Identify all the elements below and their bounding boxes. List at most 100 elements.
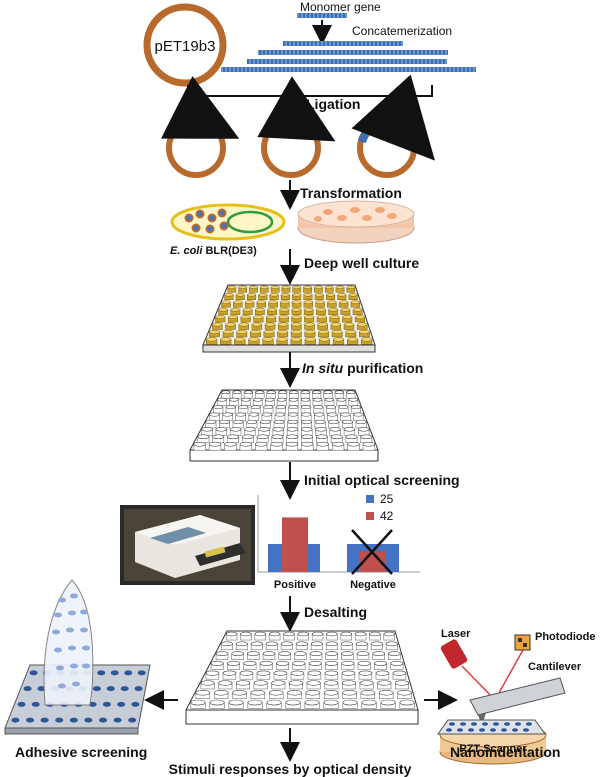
- well-top: [397, 690, 412, 696]
- ligated-plasmids: [161, 74, 435, 178]
- well-top: [283, 631, 295, 637]
- well-top: [385, 641, 398, 647]
- well-top: [315, 434, 328, 440]
- well-top: [311, 631, 324, 637]
- peeled-film: [43, 579, 94, 706]
- well-top: [304, 322, 315, 327]
- well-top: [200, 680, 215, 686]
- well-top: [354, 631, 367, 637]
- well-top: [346, 337, 359, 342]
- well-top: [369, 631, 381, 637]
- well-top: [347, 441, 360, 447]
- well-top: [318, 337, 331, 342]
- well-top: [205, 419, 217, 425]
- well-top: [248, 337, 260, 342]
- well-top: [316, 315, 327, 319]
- well-top: [225, 322, 236, 327]
- well-top: [342, 690, 357, 696]
- well-top: [277, 322, 289, 327]
- well-top: [360, 434, 373, 440]
- well-top: [225, 405, 236, 410]
- well-top: [241, 397, 251, 402]
- well-top: [208, 441, 222, 447]
- well-top: [343, 427, 356, 432]
- well-top: [229, 397, 239, 402]
- step-deep-well: Deep well culture: [304, 255, 419, 271]
- well-top: [303, 300, 314, 304]
- well-top: [227, 660, 241, 666]
- slide-dot: [471, 722, 477, 726]
- monomer-gene-strand: [297, 13, 347, 18]
- well-top: [275, 405, 286, 410]
- bar-positive-series-42: [282, 517, 308, 572]
- well-top: [217, 397, 227, 402]
- well-top: [213, 405, 224, 410]
- plasmid-label: pET19b3: [155, 38, 216, 55]
- well-top: [326, 631, 338, 637]
- well-top: [253, 315, 264, 319]
- film-dot: [70, 663, 78, 669]
- well-top: [234, 337, 246, 342]
- well-top: [290, 670, 305, 676]
- well-top: [209, 329, 220, 335]
- well-top: [250, 641, 263, 647]
- afm-cantilever-label: Cantilever: [528, 661, 582, 673]
- well-top: [356, 322, 368, 327]
- well-top: [301, 427, 313, 432]
- well-top: [380, 699, 396, 706]
- well-top: [224, 292, 234, 297]
- ecoli-cell: E. coli BLR(DE3): [170, 203, 286, 257]
- well-top: [292, 292, 302, 297]
- well-top: [292, 285, 302, 290]
- well-top: [342, 699, 358, 706]
- adhesive-dot: [29, 670, 38, 676]
- svg-text:In situ purification: In situ purification: [302, 360, 423, 376]
- legend-label-25: 25: [380, 492, 394, 506]
- well-top: [272, 427, 284, 432]
- well-top: [271, 680, 286, 686]
- well-top: [340, 412, 351, 417]
- step-initial-screening: Initial optical screening: [304, 472, 460, 488]
- well-top: [377, 680, 392, 686]
- step-desalting: Desalting: [304, 604, 367, 620]
- deep-well-plate: [202, 284, 376, 353]
- well-top: [343, 322, 355, 327]
- afm-setup: Laser Photodiode Cantilever PZT Scanner: [437, 628, 596, 765]
- adhesive-dot: [124, 670, 133, 676]
- well-top: [247, 651, 260, 656]
- well-top: [227, 285, 237, 290]
- well-top: [316, 441, 329, 447]
- well-top: [220, 337, 232, 342]
- well-top: [290, 329, 302, 335]
- well-top: [328, 419, 340, 425]
- well-top: [300, 405, 311, 410]
- well-top: [390, 660, 404, 666]
- well-top: [314, 419, 326, 425]
- well-top: [241, 434, 254, 440]
- well-top: [206, 337, 218, 342]
- well-top: [308, 660, 322, 666]
- well-top: [270, 441, 283, 447]
- well-top: [361, 699, 377, 706]
- well-top: [325, 292, 336, 297]
- well-top: [209, 412, 220, 417]
- well-top: [268, 690, 284, 696]
- legend-label-42: 42: [380, 509, 394, 523]
- well-top: [324, 397, 335, 402]
- well-top: [256, 670, 271, 676]
- adhesive-dot: [97, 670, 106, 676]
- well-top: [356, 651, 370, 656]
- step-in-situ-rest: purification: [343, 360, 423, 376]
- well-top: [231, 651, 244, 656]
- well-top: [305, 690, 321, 696]
- well-top: [240, 631, 252, 637]
- well-top: [324, 680, 339, 686]
- well-top: [375, 670, 390, 676]
- well-top: [300, 419, 312, 425]
- well-top: [336, 397, 347, 402]
- screening-bar-chart: 25 42 Positive Negative: [257, 492, 420, 591]
- well-top: [332, 337, 345, 342]
- well-top: [259, 419, 271, 425]
- adhesive-dot: [37, 686, 46, 692]
